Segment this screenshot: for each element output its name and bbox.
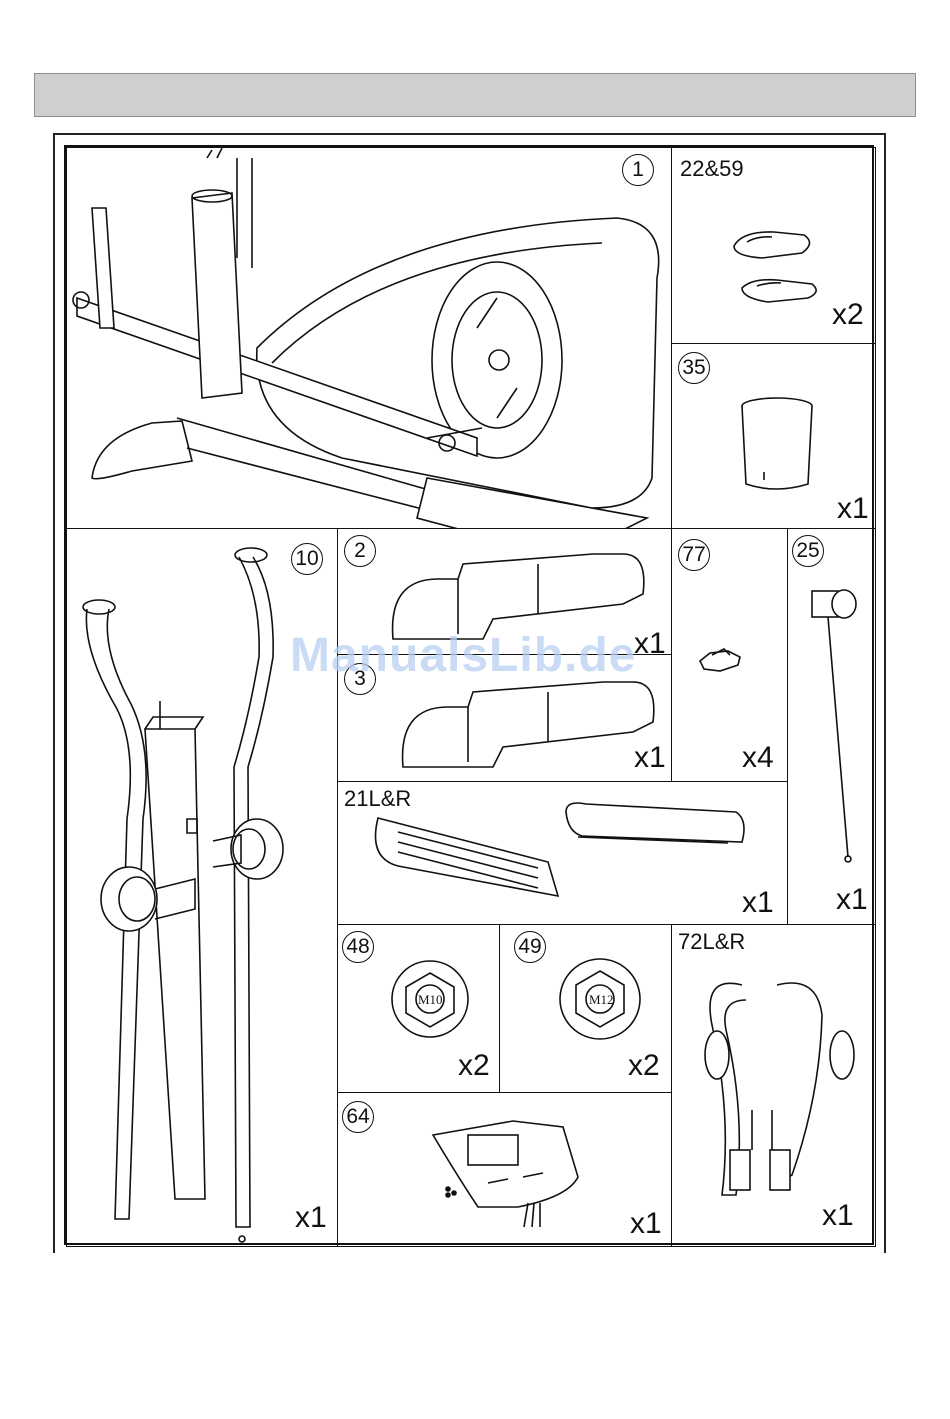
quantity: x2 <box>832 300 864 330</box>
pedal-illustration <box>338 782 788 925</box>
part-49-cell: 49 M12 x2 <box>499 924 672 1093</box>
main-frame-illustration <box>67 148 672 529</box>
parts-sheet: 1 <box>64 145 874 1245</box>
quantity: x4 <box>742 743 774 773</box>
part-22-59-cell: 22&59 x2 <box>671 147 876 344</box>
quantity: x2 <box>458 1051 490 1081</box>
quantity: x2 <box>628 1051 660 1081</box>
console-illustration <box>338 1093 672 1247</box>
bolt-size: M10 <box>418 992 443 1008</box>
quantity: x1 <box>742 888 774 918</box>
quantity: x1 <box>630 1209 662 1239</box>
quantity: x1 <box>837 494 869 524</box>
part-48-cell: 48 M10 x2 <box>337 924 500 1093</box>
part-35-cell: 35 x1 <box>671 343 876 529</box>
part-64-cell: 64 x1 <box>337 1092 672 1247</box>
header-bar <box>34 73 916 117</box>
quantity: x1 <box>836 885 868 915</box>
bolt-size: M12 <box>589 992 614 1008</box>
part-1-cell: 1 <box>66 147 672 529</box>
quantity: x1 <box>634 743 666 773</box>
part-77-cell: 77 x4 <box>671 528 788 782</box>
quantity: x1 <box>634 629 666 655</box>
part-72-cell: 72L&R x1 <box>671 924 876 1247</box>
part-21-cell: 21L&R x1 <box>337 781 788 925</box>
watermark: ManualsLib.de <box>290 628 636 683</box>
tension-cable-illustration <box>788 529 876 925</box>
quantity: x1 <box>822 1201 854 1231</box>
part-25-cell: 25 x1 <box>787 528 876 925</box>
quantity: x1 <box>295 1203 327 1233</box>
